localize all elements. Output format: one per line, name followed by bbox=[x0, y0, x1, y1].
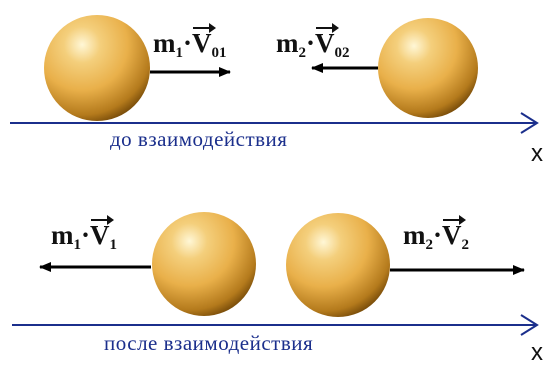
ball-2-before bbox=[378, 18, 478, 118]
dot-operator: · bbox=[433, 220, 443, 250]
dot-operator: · bbox=[183, 28, 193, 58]
ball-1-before bbox=[44, 15, 150, 121]
mass-index: 1 bbox=[175, 45, 184, 61]
axis-arrowhead-after bbox=[520, 314, 539, 336]
mass-index: 2 bbox=[298, 45, 307, 61]
mass-index: 2 bbox=[425, 237, 434, 253]
mass-index: 1 bbox=[73, 237, 82, 253]
axis-arrowhead-before bbox=[520, 112, 539, 134]
momentum-label-1-after: m1·V1 bbox=[51, 215, 118, 253]
caption-after: после взаимодействия bbox=[104, 331, 314, 355]
velocity-vector-symbol: V bbox=[192, 23, 215, 58]
caption-before: до взаимодействия bbox=[110, 127, 288, 151]
velocity-index: 02 bbox=[334, 45, 350, 61]
velocity-index: 2 bbox=[461, 237, 470, 253]
velocity-vector-symbol: V bbox=[90, 215, 113, 250]
momentum-label-2-after: m2·V2 bbox=[403, 215, 470, 253]
velocity-vector-symbol: V bbox=[315, 23, 338, 58]
mass-symbol: m bbox=[153, 28, 176, 58]
velocity-index: 01 bbox=[211, 45, 227, 61]
dot-operator: · bbox=[81, 220, 91, 250]
mass-symbol: m bbox=[403, 220, 426, 250]
ball-1-after bbox=[152, 212, 256, 316]
velocity-index: 1 bbox=[109, 237, 118, 253]
mass-symbol: m bbox=[276, 28, 299, 58]
axis-label-after: x bbox=[531, 339, 543, 366]
momentum-label-1-before: m1·V01 bbox=[153, 23, 227, 61]
momentum-label-2-before: m2·V02 bbox=[276, 23, 350, 61]
velocity-vector-symbol: V bbox=[442, 215, 465, 250]
axis-label-before: x bbox=[531, 140, 543, 167]
ball-2-after bbox=[286, 213, 390, 317]
mass-symbol: m bbox=[51, 220, 74, 250]
dot-operator: · bbox=[306, 28, 316, 58]
